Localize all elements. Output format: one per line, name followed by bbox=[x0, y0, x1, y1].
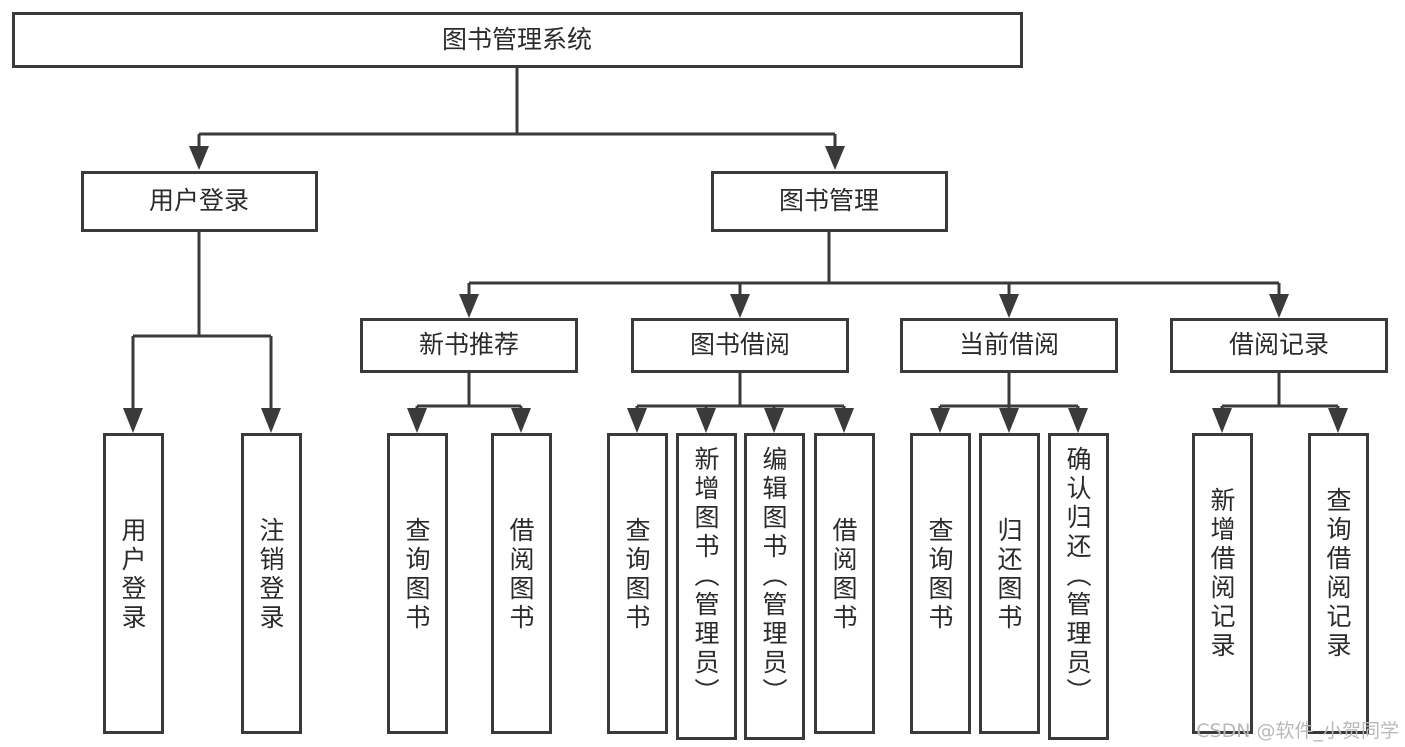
new-book-recommend-box-label: 新书推荐 bbox=[419, 330, 519, 359]
arrow-head-icon bbox=[123, 408, 143, 433]
arrow-head-icon bbox=[511, 408, 531, 433]
new-book-recommend-box[interactable] bbox=[360, 318, 578, 373]
arrow-head-icon bbox=[999, 408, 1019, 433]
root-box-label: 图书管理系统 bbox=[442, 25, 592, 54]
arrow-head-icon bbox=[189, 146, 209, 170]
current-borrow-box-label: 当前借阅 bbox=[959, 330, 1059, 359]
arrow-head-icon bbox=[459, 294, 479, 318]
leaf-box-query-book-current[interactable] bbox=[910, 433, 971, 734]
connector-book-borrow-to-leaves bbox=[627, 372, 854, 433]
leaf-box-query-book-recommend[interactable] bbox=[387, 433, 448, 734]
arrow-head-icon bbox=[1269, 294, 1289, 318]
leaf-box-borrow-book[interactable] bbox=[814, 433, 875, 734]
node-root[interactable]: 图书管理系统 bbox=[12, 12, 1023, 68]
arrow-head-icon bbox=[825, 146, 845, 170]
node-book-borrow[interactable]: 图书借阅 bbox=[631, 318, 849, 373]
book-management-box-label: 图书管理 bbox=[779, 186, 879, 215]
arrow-head-icon bbox=[930, 408, 950, 433]
connector-new-book-recommend-to-leaves bbox=[407, 372, 531, 433]
connector-user-login-to-leaves bbox=[123, 231, 281, 433]
leaf-box-user-login[interactable] bbox=[103, 433, 164, 734]
user-login-box-label: 用户登录 bbox=[149, 186, 249, 215]
book-borrow-box-label: 图书借阅 bbox=[690, 330, 790, 359]
leaf-box-add-book-admin[interactable] bbox=[676, 433, 737, 740]
leaf-box-edit-book-admin[interactable] bbox=[744, 433, 805, 740]
user-login-box[interactable] bbox=[81, 171, 318, 232]
root-box[interactable] bbox=[12, 12, 1023, 68]
borrow-record-box[interactable] bbox=[1170, 318, 1388, 373]
node-new-book-recommend[interactable]: 新书推荐 bbox=[360, 318, 578, 373]
leaf-box-borrow-book-recommend[interactable] bbox=[491, 433, 552, 734]
arrow-head-icon bbox=[834, 408, 854, 433]
current-borrow-box[interactable] bbox=[900, 318, 1118, 373]
arrow-head-icon bbox=[261, 408, 281, 433]
arrow-head-icon bbox=[1068, 408, 1088, 433]
arrow-head-icon bbox=[627, 408, 647, 433]
arrow-head-icon bbox=[1212, 408, 1232, 433]
node-current-borrow[interactable]: 当前借阅 bbox=[900, 318, 1118, 373]
node-borrow-record[interactable]: 借阅记录 bbox=[1170, 318, 1388, 373]
leaf-box-query-book-borrow[interactable] bbox=[607, 433, 668, 734]
arrow-head-icon bbox=[764, 408, 784, 433]
leaf-box-query-borrow-record[interactable] bbox=[1308, 433, 1369, 734]
book-borrow-box[interactable] bbox=[631, 318, 849, 373]
arrow-head-icon bbox=[999, 294, 1019, 318]
connector-current-borrow-to-leaves bbox=[930, 372, 1088, 433]
node-user-login[interactable]: 用户登录 bbox=[81, 171, 318, 232]
leaf-box-confirm-return-admin[interactable] bbox=[1048, 433, 1109, 740]
connector-borrow-record-to-leaves bbox=[1212, 372, 1348, 433]
node-book-management[interactable]: 图书管理 bbox=[711, 171, 948, 232]
leaf-box-logout[interactable] bbox=[241, 433, 302, 734]
arrow-head-icon bbox=[730, 294, 750, 318]
connector-root-to-level1 bbox=[189, 67, 845, 170]
borrow-record-box-label: 借阅记录 bbox=[1229, 330, 1329, 359]
arrow-head-icon bbox=[407, 408, 427, 433]
arrow-head-icon bbox=[696, 408, 716, 433]
book-management-box[interactable] bbox=[711, 171, 948, 232]
watermark-text: CSDN @软件_小贺同学 bbox=[1196, 720, 1399, 742]
leaf-box-return-book[interactable] bbox=[979, 433, 1040, 734]
arrow-head-icon bbox=[1328, 408, 1348, 433]
connector-book-management-to-level2 bbox=[459, 231, 1289, 318]
leaf-box-add-borrow-record[interactable] bbox=[1192, 433, 1253, 734]
